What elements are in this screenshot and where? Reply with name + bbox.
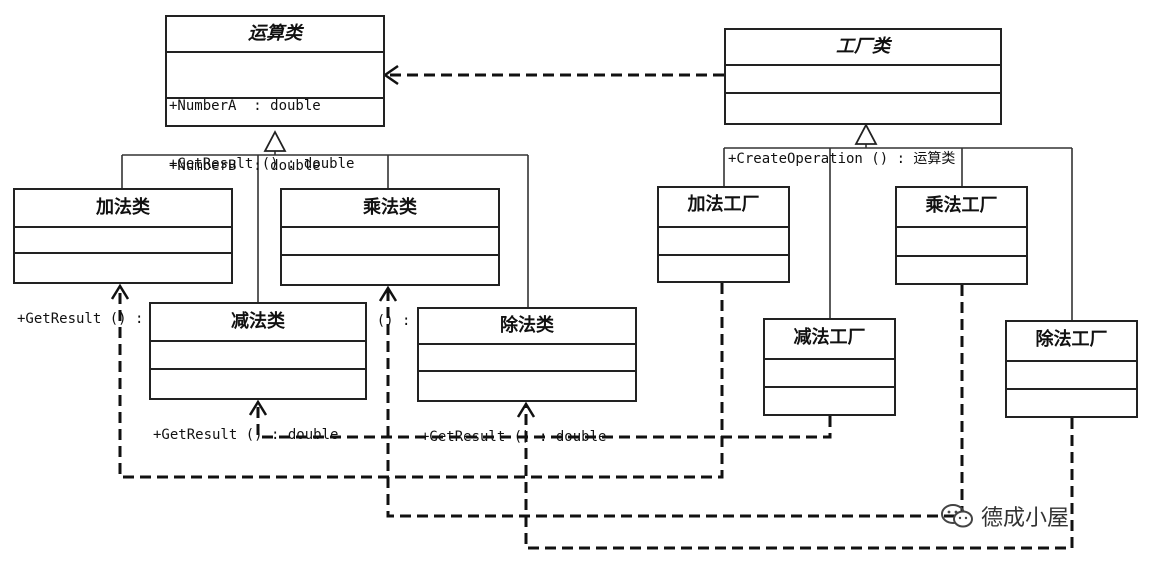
- mul-class-box: 乘法类 +GetResult () : double: [280, 188, 500, 329]
- sub-class-operations: +GetResult () : double: [151, 370, 365, 500]
- add-factory-box: 加法工厂: [657, 186, 790, 283]
- watermark: 德成小屋: [940, 500, 1069, 536]
- div-class-box: 除法类 +GetResult () : double: [417, 307, 637, 445]
- sub-factory-box: 减法工厂: [763, 318, 896, 416]
- sub-class-attributes: [151, 342, 365, 370]
- div-factory-name: 除法工厂: [1007, 322, 1136, 362]
- inheritance-lines: [121, 144, 1073, 320]
- div-get-result: +GetResult () : double: [421, 429, 607, 445]
- factory-class-attributes: [726, 66, 1000, 94]
- operation-create-operation: +CreateOperation () : 运算类: [728, 151, 956, 167]
- dependency-arrow-operation: [382, 64, 399, 86]
- div-class-operations: +GetResult () : double: [419, 372, 635, 502]
- generalization-arrow-operation: [263, 130, 287, 152]
- operation-class-attributes: +NumberA : double +NumberB : double: [167, 53, 383, 174]
- add-class-box: 加法类 +GetResult () : double: [13, 188, 233, 327]
- operation-class-name: 运算类: [167, 17, 383, 53]
- factory-class-box: 工厂类 +CreateOperation () : 运算类: [724, 28, 1002, 167]
- operation-get-result: +GetResult () : double: [169, 156, 355, 172]
- dependency-arrow-sub: [248, 399, 268, 416]
- attribute-number-a: +NumberA : double: [169, 98, 321, 114]
- generalization-arrow-factory: [854, 123, 878, 145]
- add-factory-attributes: [659, 228, 788, 256]
- add-factory-name: 加法工厂: [659, 188, 788, 228]
- dependency-lines: [118, 73, 1074, 550]
- add-class-attributes: [15, 228, 231, 254]
- dependency-arrowheads: [110, 64, 536, 418]
- div-factory-attributes: [1007, 362, 1136, 390]
- wechat-logo-icon: [940, 502, 974, 536]
- sub-class-box: 减法类 +GetResult () : double: [149, 302, 367, 443]
- dependency-arrow-mul: [378, 285, 398, 302]
- factory-class-name: 工厂类: [726, 30, 1000, 66]
- add-class-name: 加法类: [15, 190, 231, 228]
- sub-class-name: 减法类: [151, 304, 365, 342]
- div-class-attributes: [419, 345, 635, 372]
- factory-class-operations: +CreateOperation () : 运算类: [726, 94, 1000, 224]
- sub-factory-attributes: [765, 360, 894, 388]
- sub-factory-name: 减法工厂: [765, 320, 894, 360]
- dependency-arrow-add: [110, 283, 130, 300]
- operation-class-box: 运算类 +NumberA : double +NumberB : double …: [165, 15, 385, 174]
- mul-class-attributes: [282, 228, 498, 256]
- inheritance-arrowheads: [263, 123, 878, 152]
- sub-get-result: +GetResult () : double: [153, 427, 339, 443]
- attribute-number-b: +NumberB : double: [169, 158, 321, 174]
- dependency-arrow-div: [516, 401, 536, 418]
- div-class-name: 除法类: [419, 309, 635, 345]
- mul-factory-box: 乘法工厂: [895, 186, 1028, 285]
- mul-factory-name: 乘法工厂: [897, 188, 1026, 228]
- watermark-text: 德成小屋: [981, 506, 1070, 531]
- operation-class-operations: +GetResult () : double: [167, 99, 383, 229]
- mul-factory-attributes: [897, 228, 1026, 257]
- div-factory-box: 除法工厂: [1005, 320, 1138, 418]
- mul-class-name: 乘法类: [282, 190, 498, 228]
